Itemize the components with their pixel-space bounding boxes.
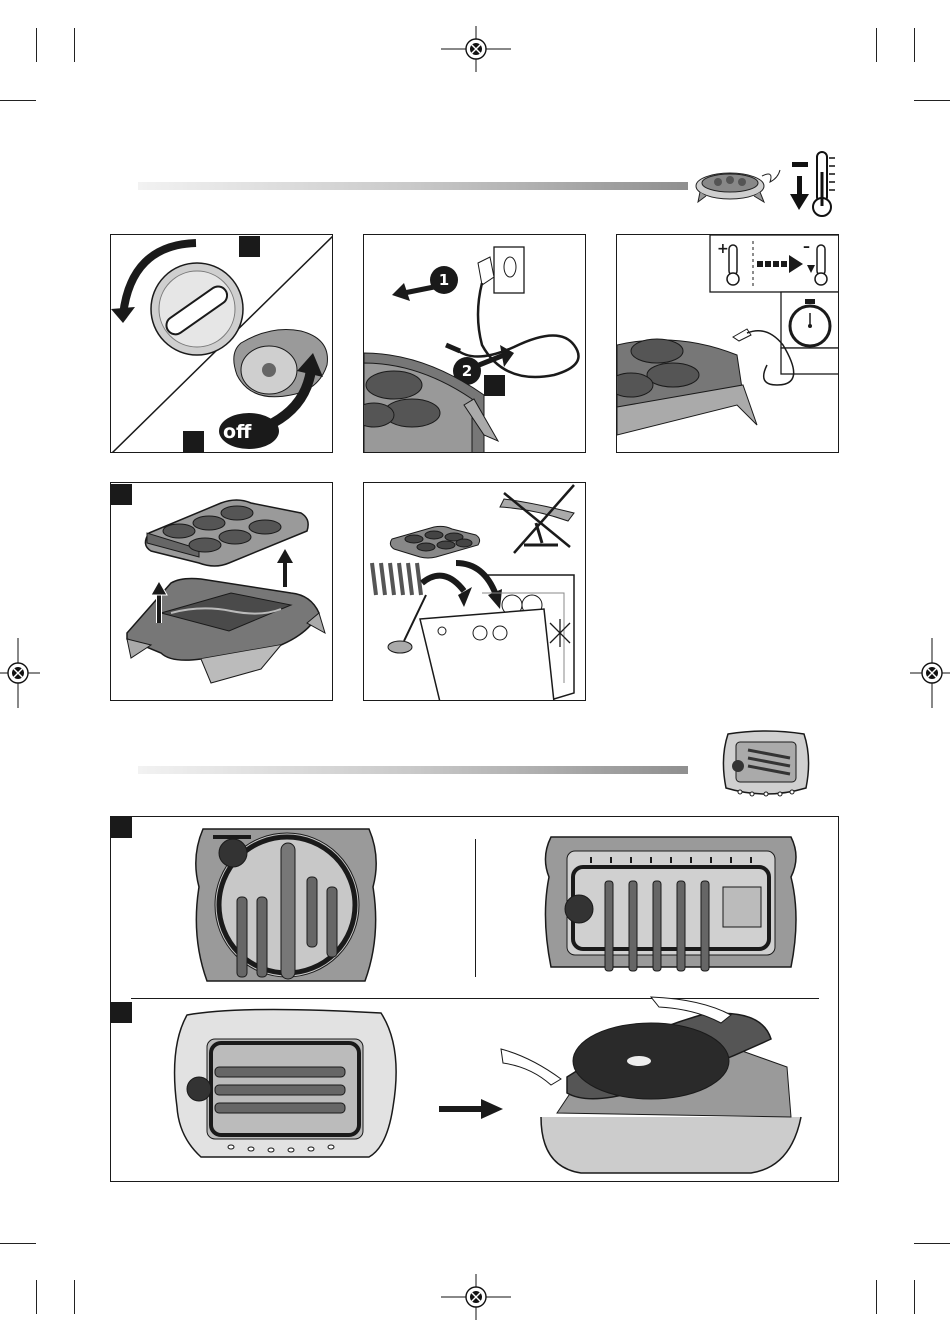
step-switch-off-panel: off [110,234,333,453]
step-unplug-panel: 1 2 [363,234,586,453]
step-dishwasher-panel [363,482,586,701]
registration-mark-icon [910,638,950,708]
step-marker [183,431,204,452]
step-marker [111,484,132,505]
step-number-1: 1 [431,267,457,293]
step-cool-down-panel: + – [616,234,839,453]
registration-mark-icon [441,26,511,72]
thermometer-minus-sign: – [803,239,810,255]
thermometer-plus-sign: + [717,241,729,257]
storage-panel [110,816,839,1182]
step-marker [239,236,260,257]
registration-mark-icon [0,638,40,708]
registration-mark-icon [441,1274,511,1320]
step-remove-plates-panel [110,482,333,701]
step-number-2: 2 [454,358,480,384]
section-bar-storage [138,766,688,774]
section-bar-cleaning [138,182,688,190]
storage-icon [720,728,812,802]
appliance-cooling-icon [692,150,842,220]
step-marker [484,375,505,396]
off-label: off [223,421,251,443]
